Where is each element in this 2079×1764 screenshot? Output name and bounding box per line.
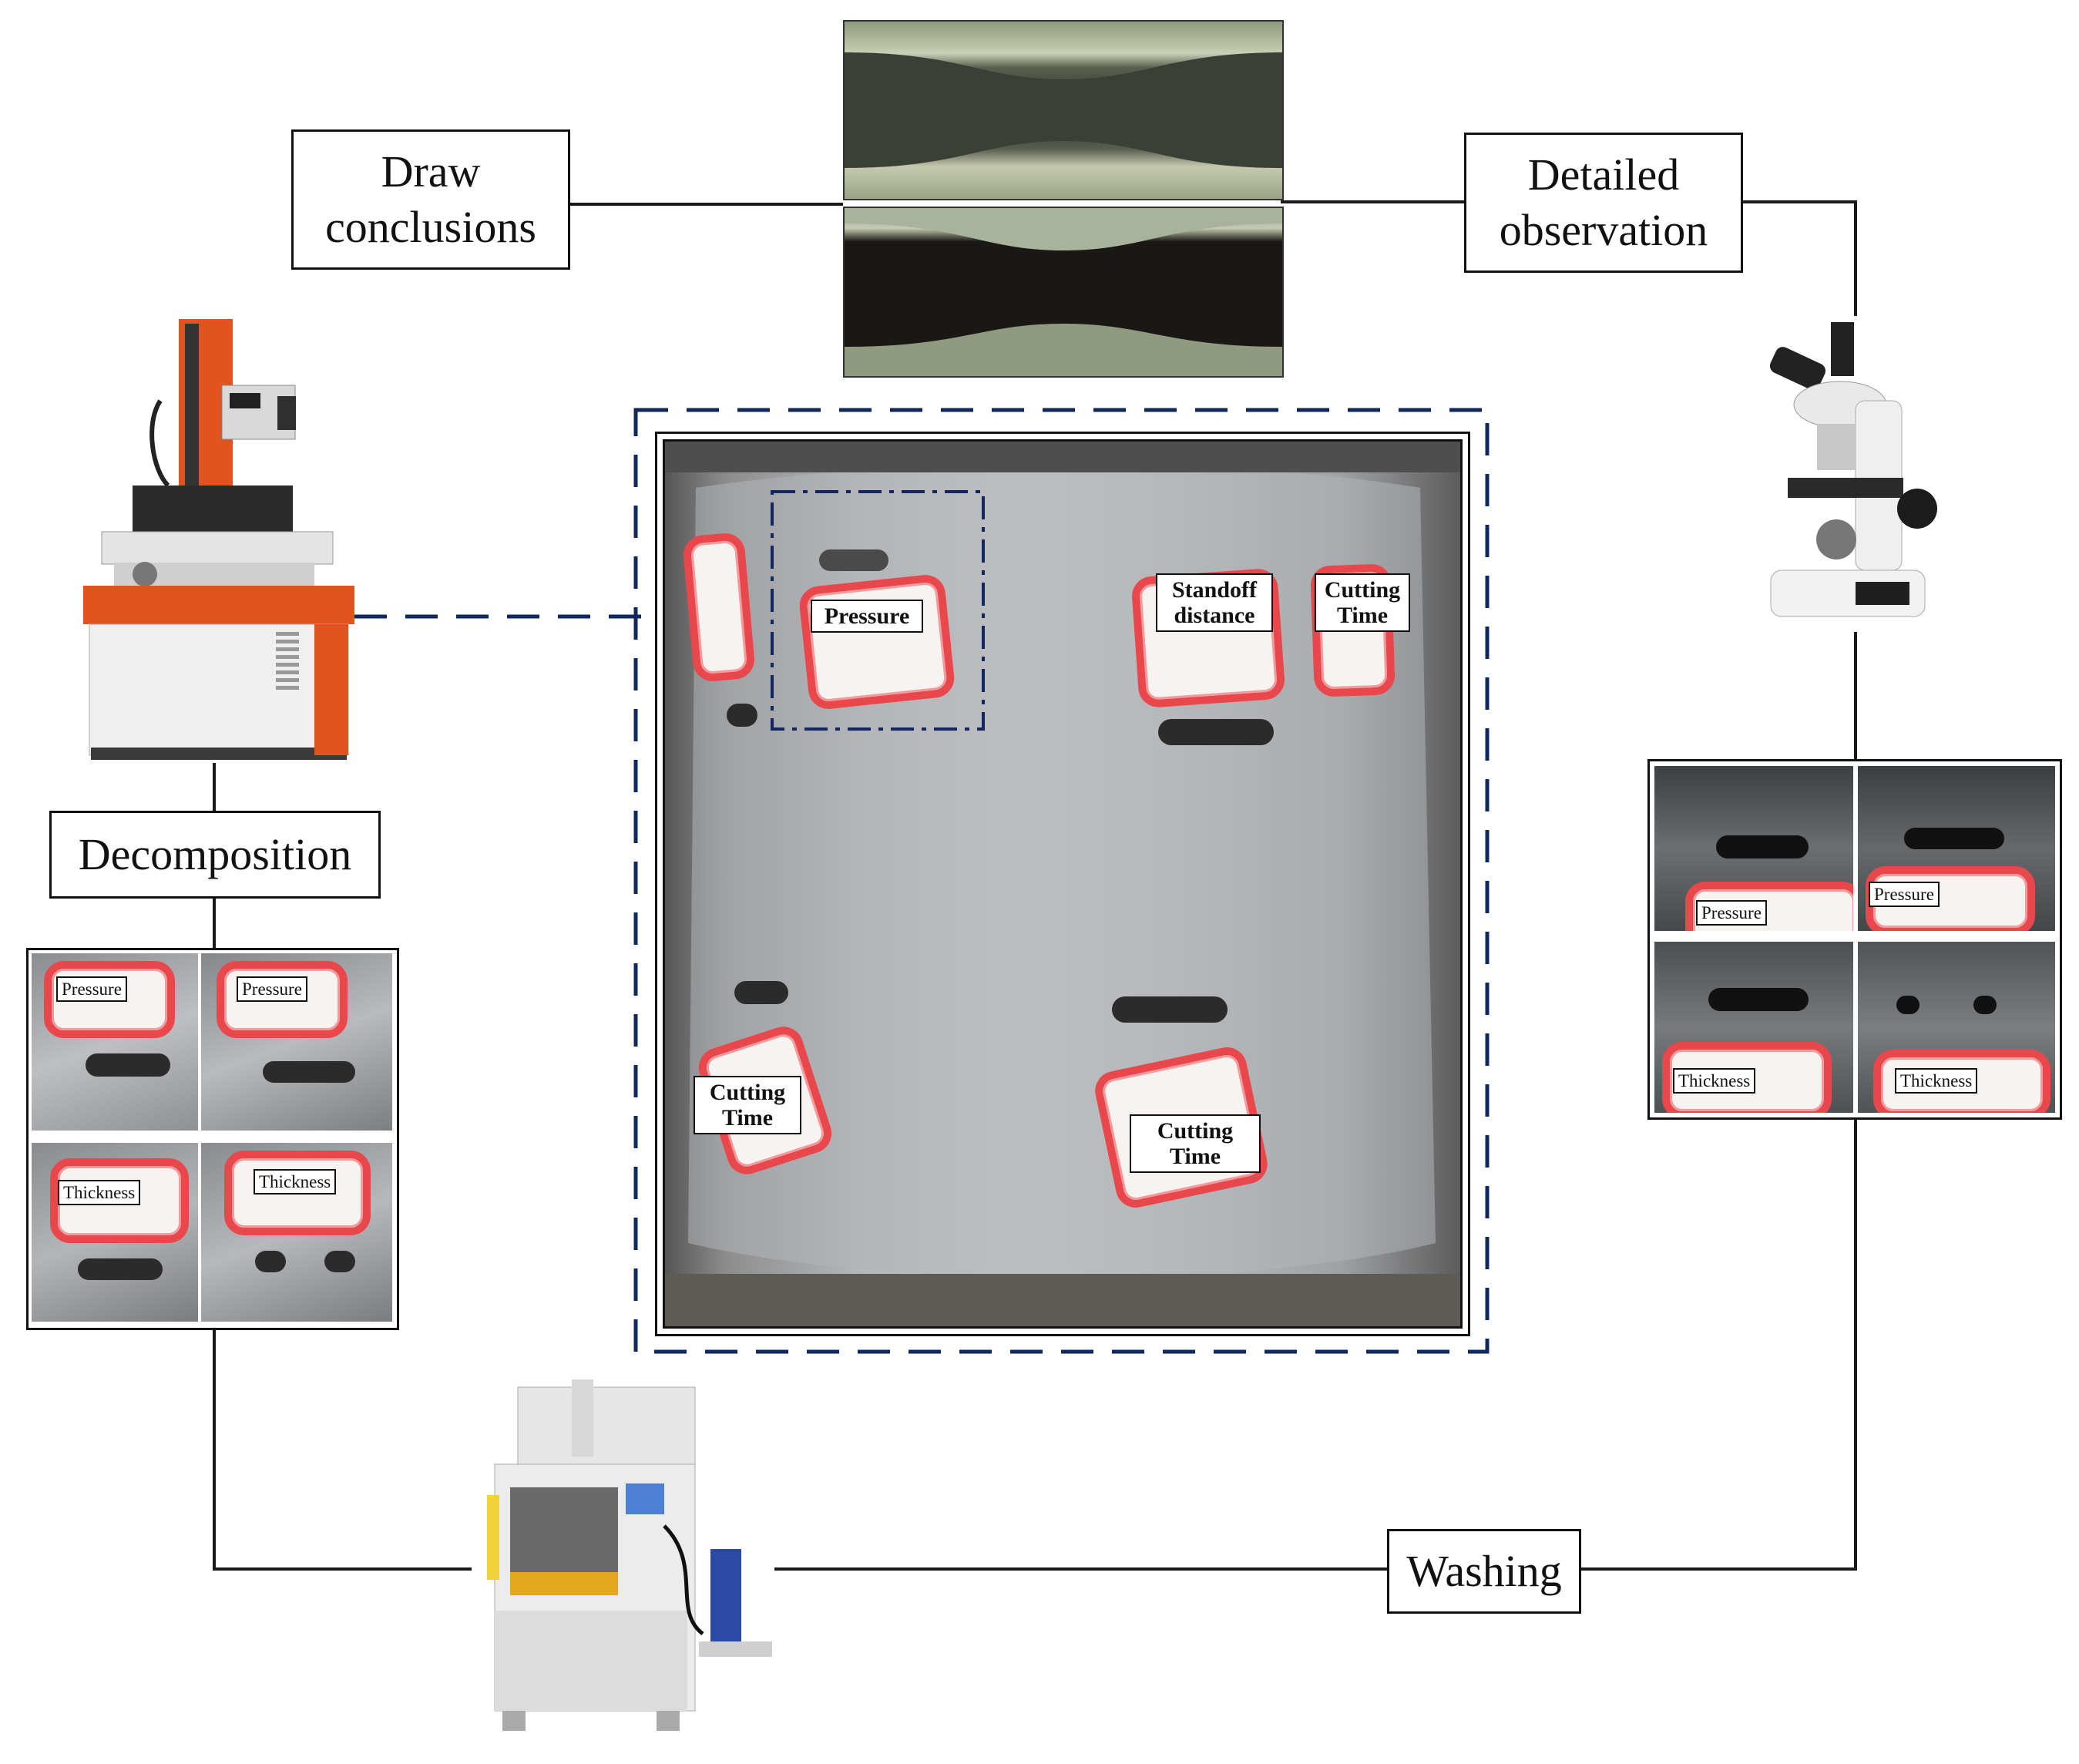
tag-cutting-time-top: Cutting Time — [1315, 573, 1410, 632]
left-tag-tl: Pressure — [56, 976, 127, 1003]
right-tag-br: Thickness — [1895, 1068, 1978, 1094]
right-tag-tl: Pressure — [1696, 900, 1767, 926]
right-samples-panel: Pressure Pressure Thickness Thickness — [1647, 759, 2062, 1120]
tag-cutting-time-bottom-line2: Time — [1169, 1144, 1221, 1169]
sticker — [1866, 866, 2035, 931]
micrograph-top — [843, 20, 1284, 200]
tag-pressure: Pressure — [811, 600, 923, 633]
slot — [1112, 996, 1228, 1023]
slot — [263, 1061, 355, 1083]
line-washer-to-left-samples — [213, 1327, 472, 1571]
right-tag-bl-text: Thickness — [1678, 1071, 1751, 1090]
left-samples-panel: Pressure Pressure Thickness Thickness — [26, 948, 399, 1330]
tag-pressure-text: Pressure — [824, 603, 910, 629]
right-tag-tr-text: Pressure — [1874, 885, 1934, 904]
left-sample-bl — [32, 1143, 198, 1322]
tag-cutting-time-bottom: Cutting Time — [1130, 1114, 1261, 1173]
microscope-icon — [1740, 316, 1956, 632]
slot — [1896, 996, 1919, 1014]
washing-box: Washing — [1387, 1529, 1581, 1614]
detailed-observation-box: Detailed observation — [1464, 133, 1743, 273]
slot — [819, 549, 888, 571]
left-tag-bl-text: Thickness — [63, 1183, 136, 1202]
slot — [86, 1053, 170, 1077]
slot — [1716, 835, 1809, 858]
right-tag-tl-text: Pressure — [1701, 903, 1762, 922]
tag-cutting-time-top-line2: Time — [1336, 603, 1389, 628]
sticker — [681, 531, 757, 684]
washing-machine-icon — [472, 1379, 774, 1734]
draw-conclusions-line2: conclusions — [325, 202, 536, 252]
right-tag-tr: Pressure — [1869, 882, 1940, 908]
tag-cutting-time-left: Cutting Time — [694, 1076, 801, 1134]
tag-cutting-time-top-line1: Cutting — [1324, 577, 1401, 603]
slot — [1973, 996, 1997, 1014]
slot — [255, 1251, 286, 1272]
tag-cutting-time-left-line2: Time — [721, 1105, 774, 1131]
slot — [734, 981, 788, 1004]
edm-machine-icon — [83, 316, 354, 763]
highlight-region — [771, 490, 985, 731]
left-tag-tr-text: Pressure — [242, 979, 302, 999]
left-tag-br-text: Thickness — [259, 1172, 331, 1191]
left-tag-tl-text: Pressure — [62, 979, 122, 999]
washing-label: Washing — [1406, 1545, 1562, 1596]
detailed-observation-line1: Detailed — [1527, 149, 1680, 200]
tag-cutting-time-bottom-line1: Cutting — [1157, 1118, 1234, 1144]
draw-conclusions-line1: Draw — [381, 146, 481, 197]
slot — [1708, 988, 1809, 1011]
right-tag-br-text: Thickness — [1900, 1071, 1973, 1090]
slot — [1904, 828, 2004, 849]
slot — [727, 704, 757, 727]
draw-conclusions-box: Draw conclusions — [291, 129, 570, 270]
slot — [78, 1258, 163, 1280]
right-tag-bl: Thickness — [1673, 1068, 1756, 1094]
decomposition-label: Decomposition — [78, 828, 352, 879]
line-observation-to-microscope — [1740, 200, 1857, 316]
tag-standoff-line1: Standoff — [1171, 577, 1258, 603]
decomposition-box: Decomposition — [49, 811, 381, 899]
line-right-samples-to-washing — [1580, 1117, 1857, 1571]
slot — [1158, 719, 1274, 745]
left-tag-tr: Pressure — [237, 976, 307, 1003]
left-tag-bl: Thickness — [58, 1180, 141, 1206]
left-tag-br: Thickness — [254, 1169, 337, 1195]
dashed-frame — [633, 408, 1490, 1354]
slot — [324, 1251, 355, 1272]
central-sample-photo — [663, 439, 1463, 1329]
micrograph-bottom — [843, 207, 1284, 378]
tag-standoff-distance: Standoff distance — [1156, 573, 1273, 632]
tag-standoff-line2: distance — [1174, 603, 1255, 628]
right-sample-tl — [1654, 766, 1853, 931]
tag-cutting-time-left-line1: Cutting — [709, 1080, 786, 1105]
detailed-observation-line2: observation — [1499, 205, 1708, 255]
